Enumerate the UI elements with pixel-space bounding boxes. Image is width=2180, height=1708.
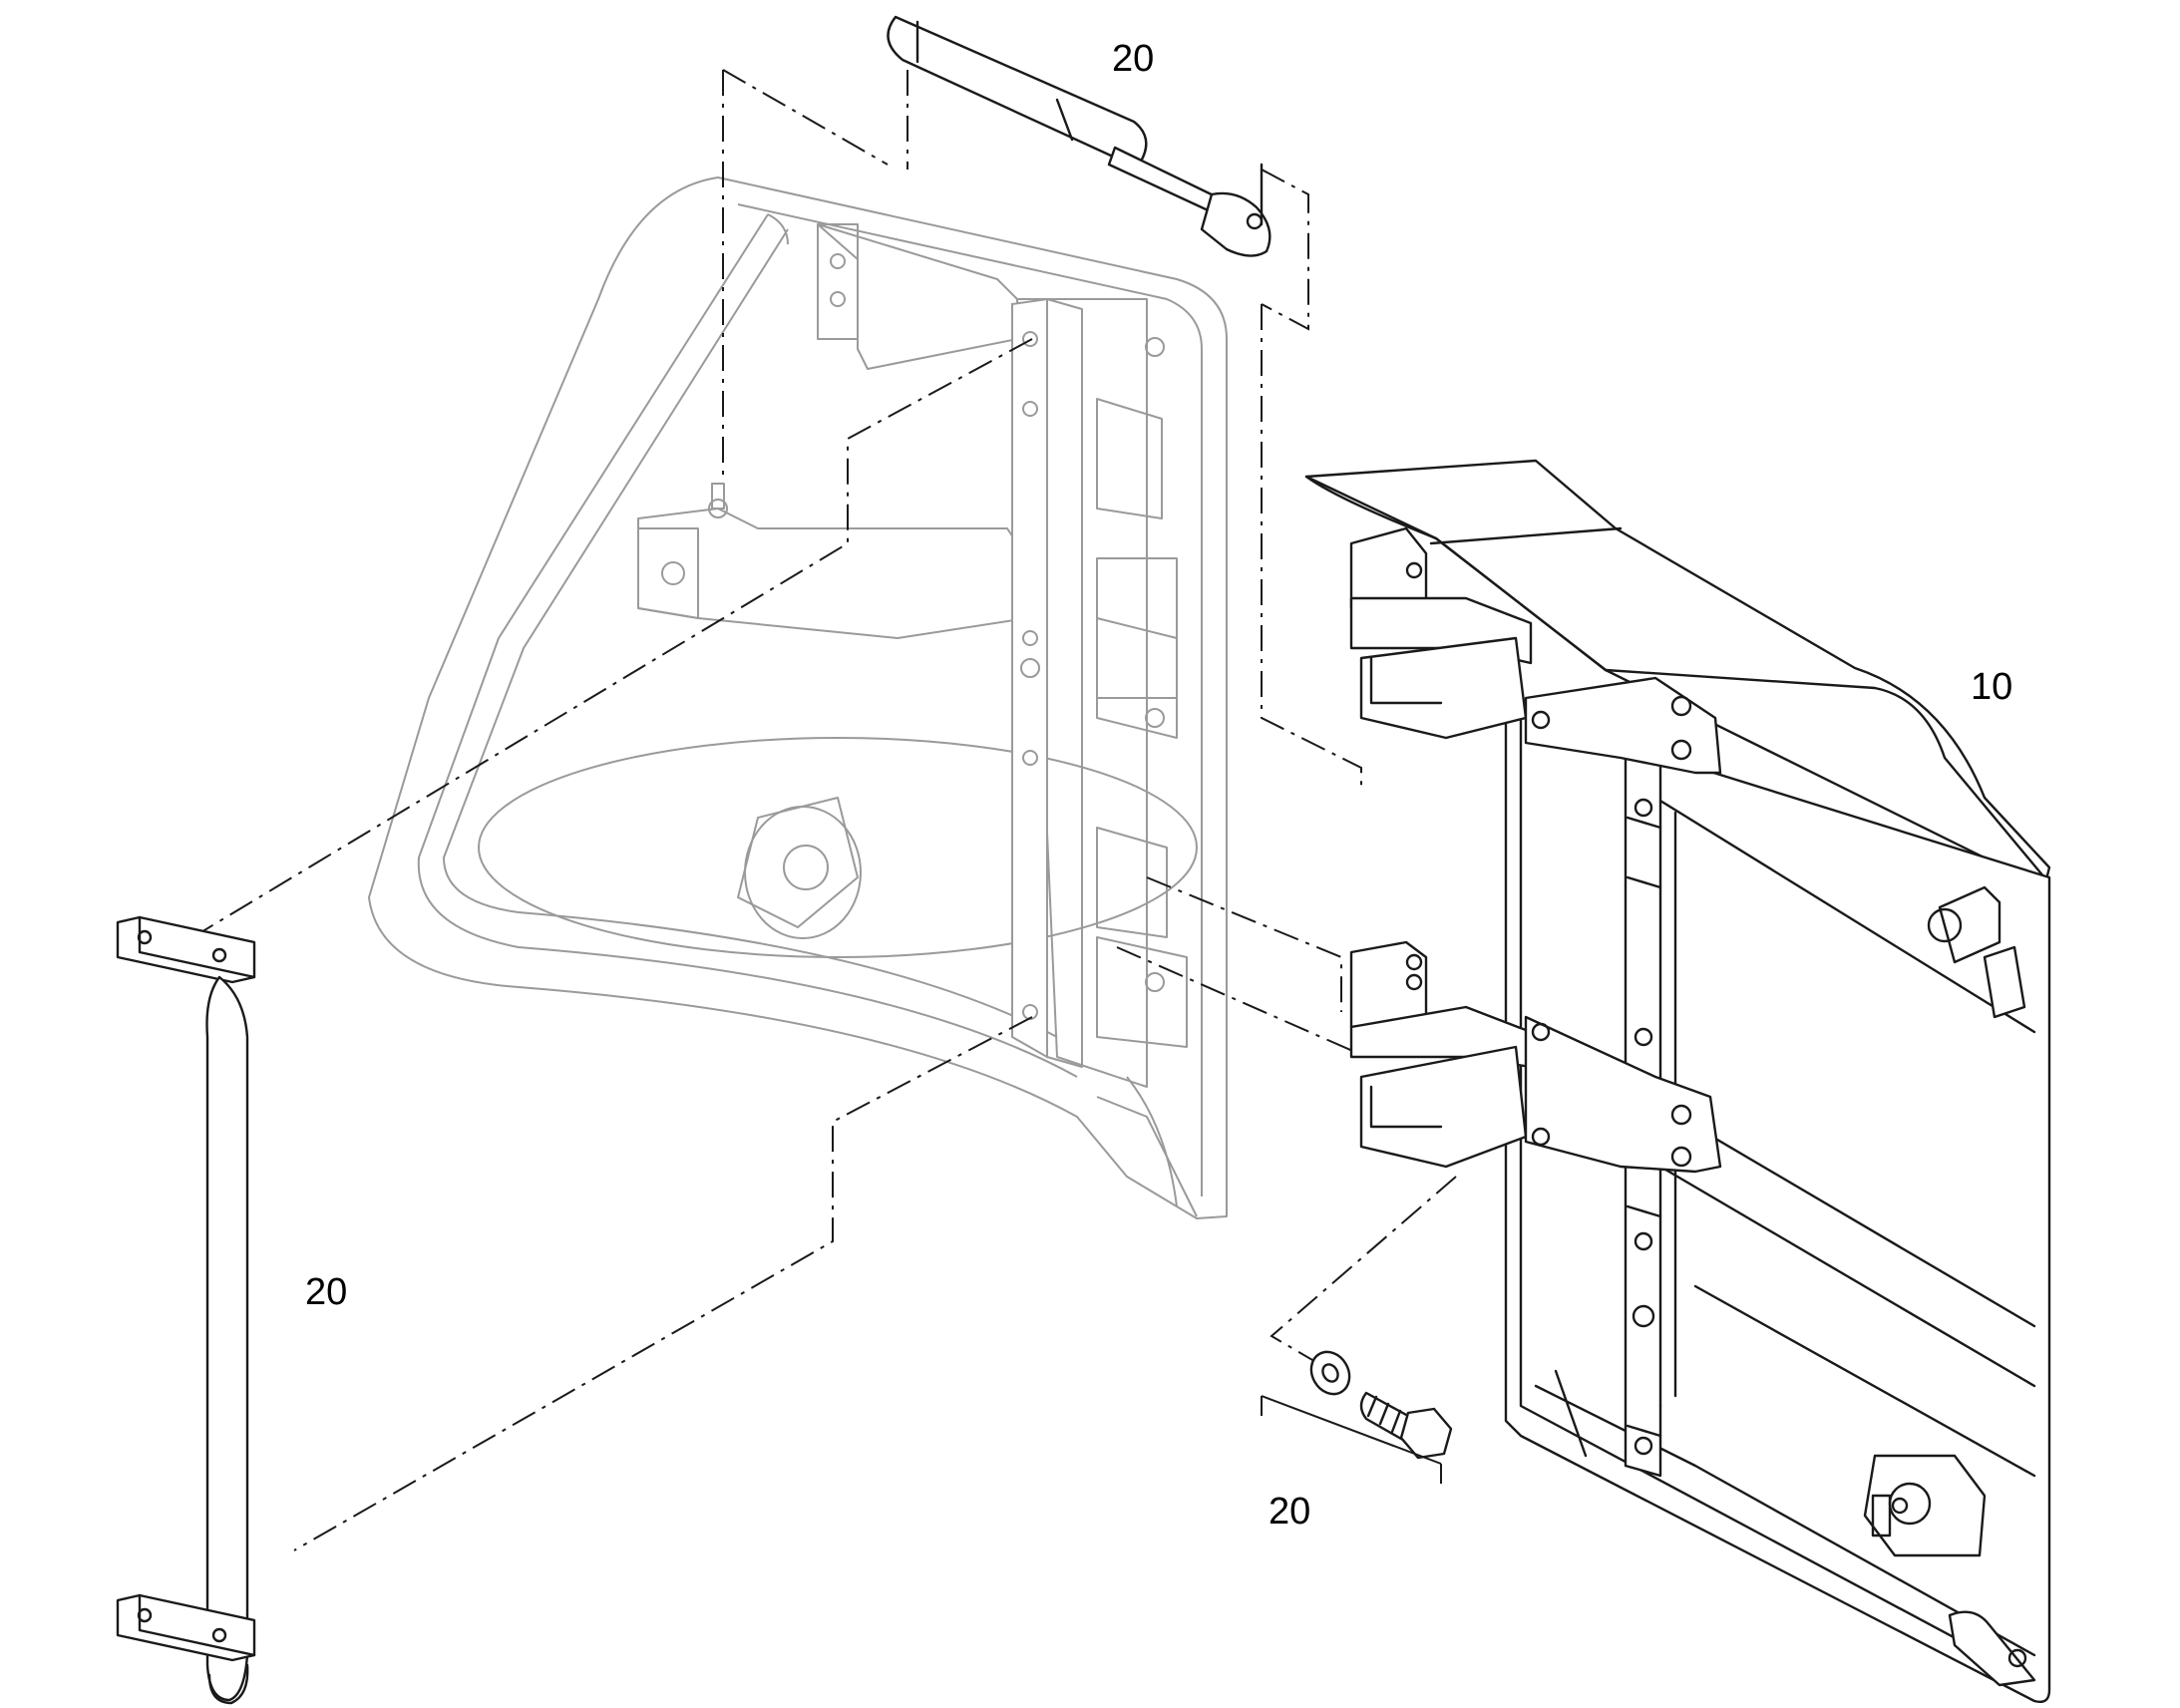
callout-bolt-washer: 20 [1269, 1491, 1311, 1533]
callout-gas-spring: 20 [1112, 38, 1155, 80]
bolt-and-washer [1261, 1350, 1453, 1484]
door-panel [1304, 459, 2051, 1704]
assembly-leader-lines [183, 69, 1457, 1551]
callout-door-panel: 10 [1971, 666, 2013, 708]
cab-frame-ghost [368, 176, 1228, 1219]
callout-grab-handle: 20 [305, 1271, 348, 1313]
grab-handle [116, 915, 256, 1705]
gas-spring [887, 15, 1272, 257]
